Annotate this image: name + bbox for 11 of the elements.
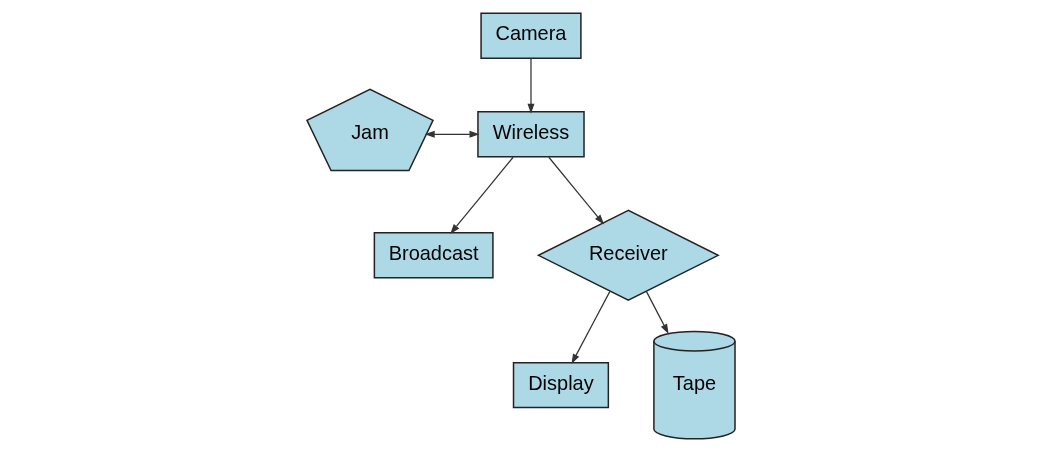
node-box: Display — [512, 361, 610, 409]
arrow — [571, 290, 611, 364]
arrow — [527, 57, 535, 114]
node-box: Wireless — [477, 111, 585, 158]
arrow — [548, 156, 605, 225]
node-box: Broadcast — [373, 232, 494, 279]
node-diamond: Receiver — [536, 209, 720, 302]
arrow — [450, 156, 514, 234]
arrow — [645, 290, 669, 335]
arrow — [424, 130, 480, 138]
node-box: Camera — [480, 12, 582, 59]
